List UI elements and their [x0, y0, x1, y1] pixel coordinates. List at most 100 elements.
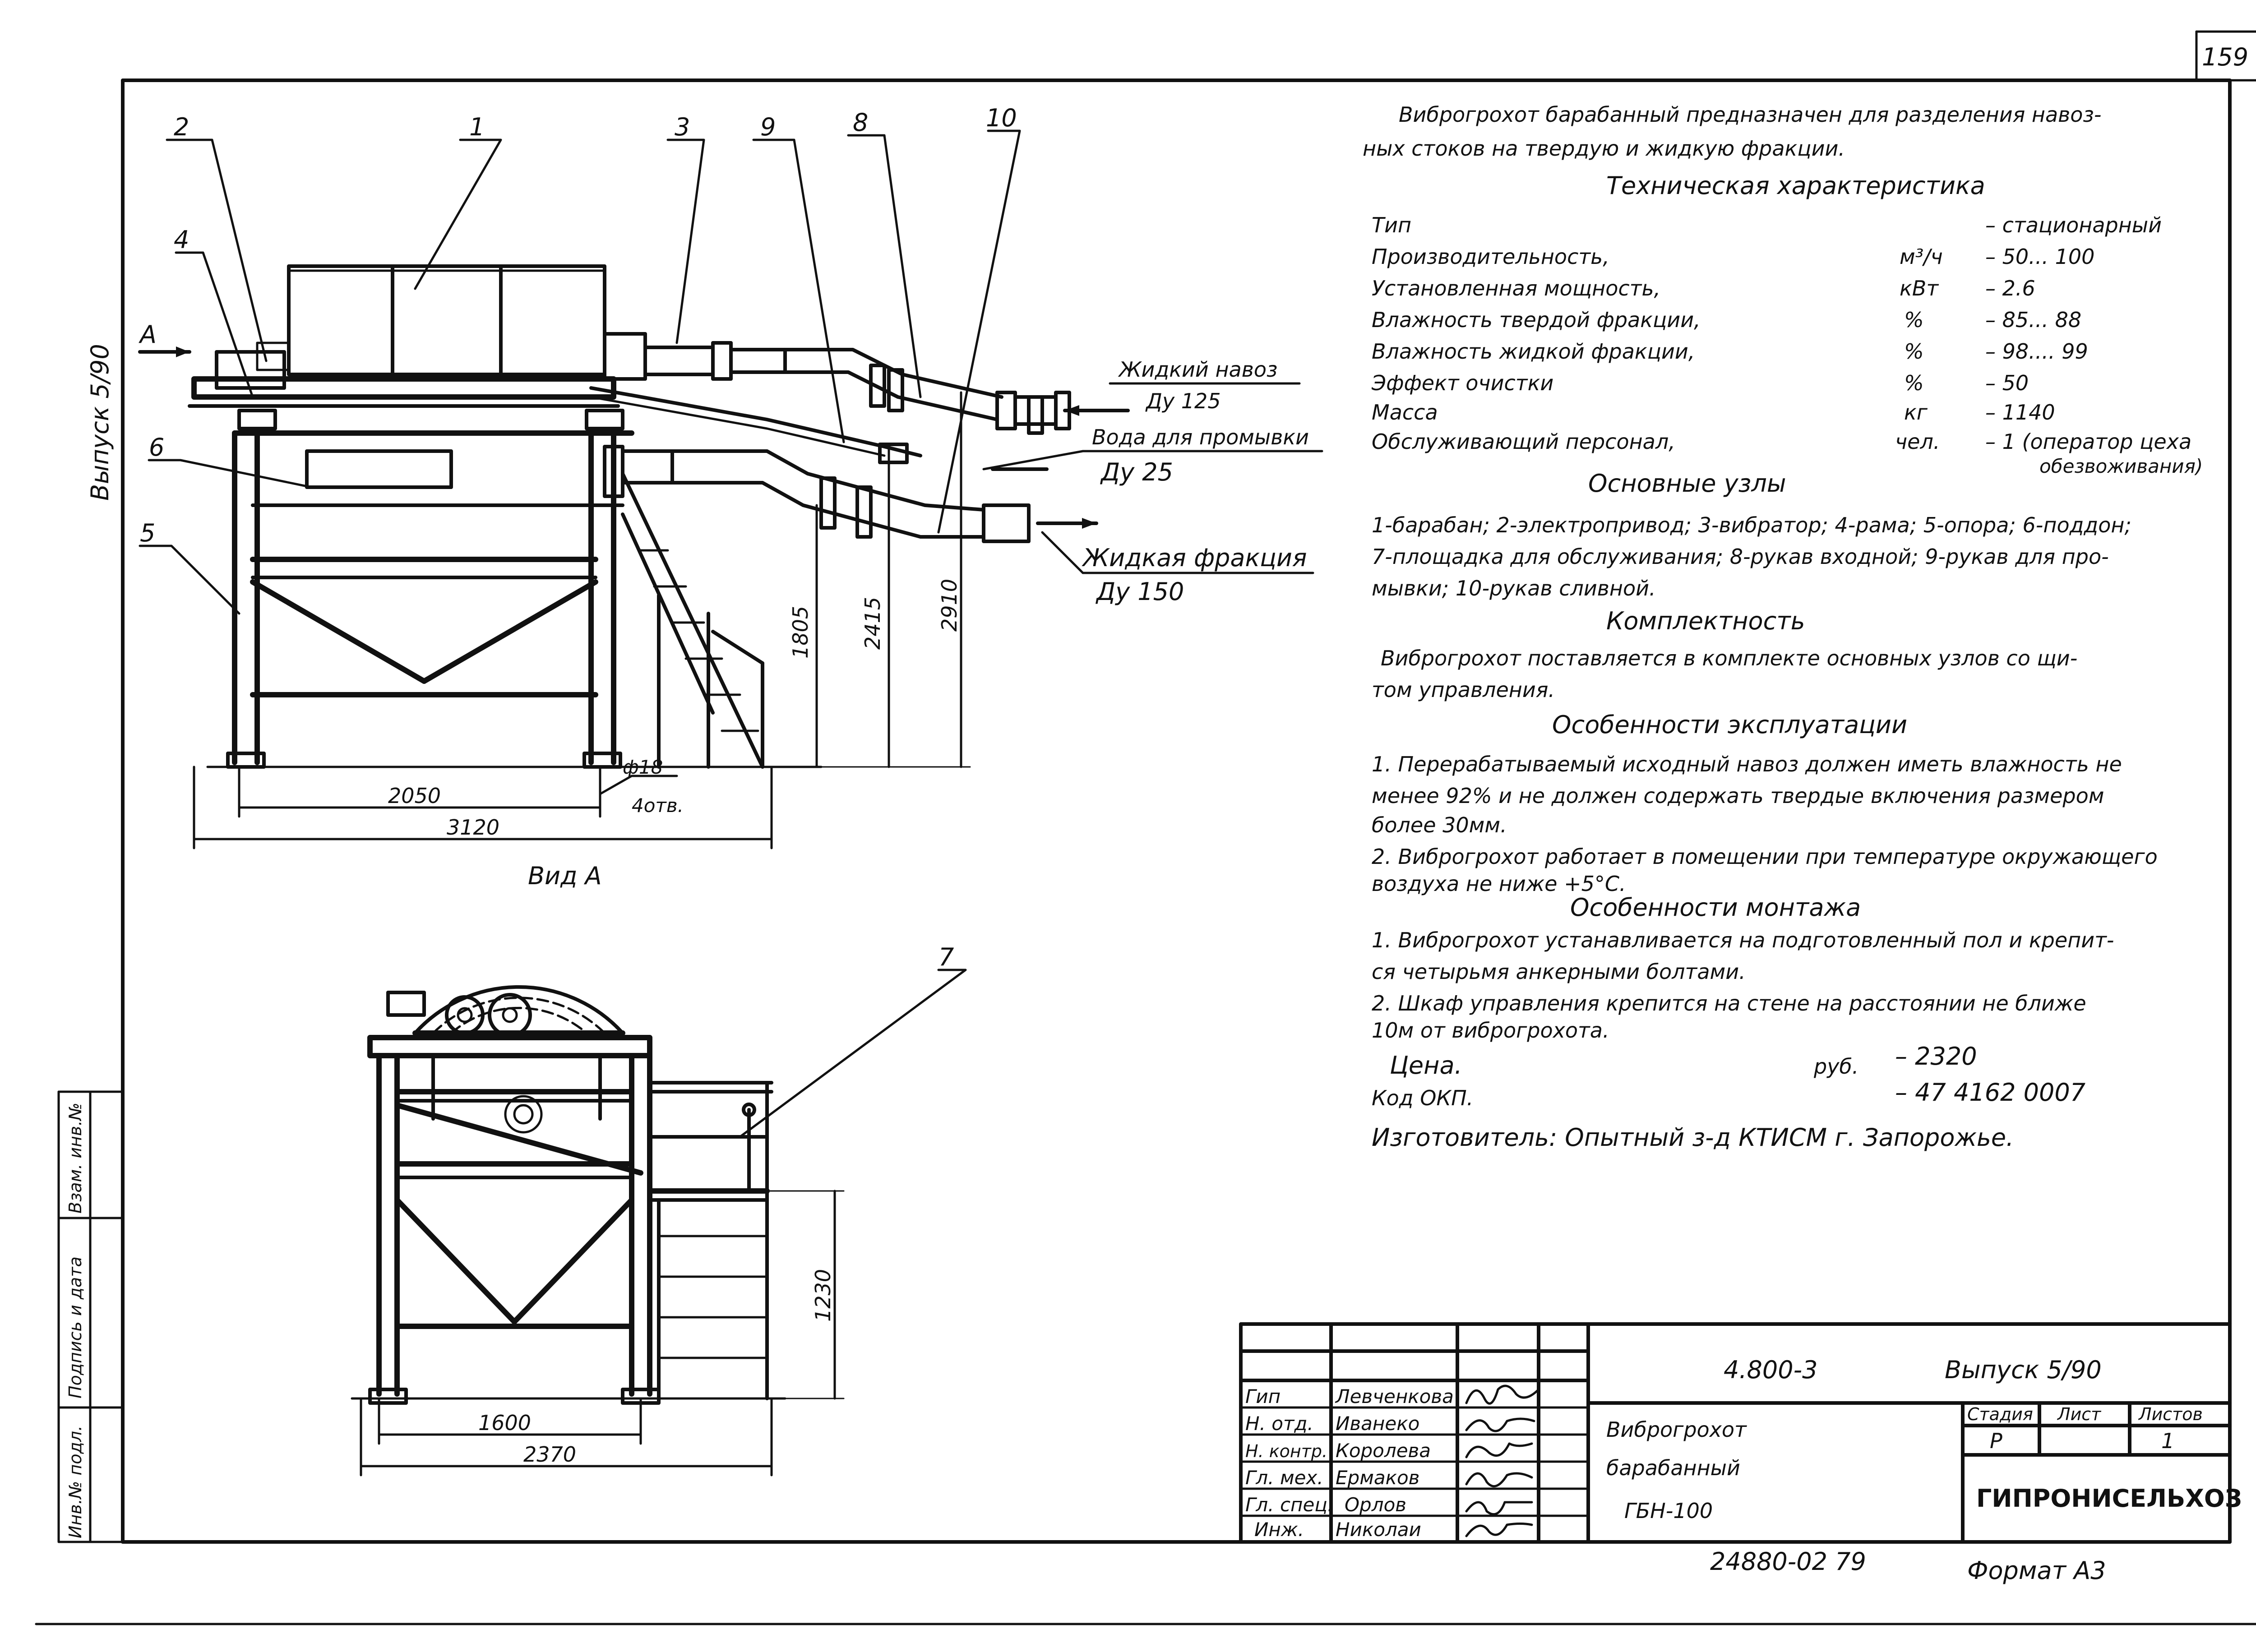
- spec-row-2-value: – 2.6: [1985, 276, 2035, 300]
- spec-row-4-value: – 98.... 99: [1985, 339, 2088, 364]
- role-2: Н. контр.: [1245, 1441, 1327, 1461]
- sheet-format: Формат А3: [1967, 1556, 2106, 1585]
- view-a-title: Вид А: [528, 862, 602, 890]
- completeness-title: Комплектность: [1606, 607, 1805, 635]
- side-view: [188, 264, 1071, 769]
- side-view-dimensions: [193, 391, 971, 849]
- description-block: Виброгрохот барабанный предназначен для …: [1363, 102, 2203, 1152]
- sheets-label: Листов: [2138, 1404, 2203, 1424]
- okp-value: – 47 4162 0007: [1895, 1078, 2085, 1107]
- product-title-line-3: ГБН-100: [1624, 1499, 1713, 1523]
- spec-row-1-value: – 50... 100: [1985, 245, 2094, 269]
- operation-line-2: менее 92% и не должен содержать твердые …: [1372, 784, 2104, 808]
- product-title-line-2: барабанный: [1606, 1456, 1740, 1480]
- intro-line-2: ных стоков на твердую и жидкую фракции.: [1363, 136, 1845, 161]
- operation-line-1: 1. Перерабатываемый исходный навоз долже…: [1372, 752, 2122, 776]
- callout-4: 4: [174, 226, 189, 254]
- callout-leaders: [139, 129, 1021, 1138]
- dim-hole: ф18: [623, 756, 663, 778]
- dim-2050: 2050: [388, 784, 441, 808]
- operation-line-5: воздуха не ниже +5°С.: [1372, 872, 1626, 896]
- spec-row-3-unit: %: [1904, 308, 1924, 332]
- operation-line-4: 2. Виброгрохот работает в помещении при …: [1372, 844, 2158, 869]
- callout-9: 9: [760, 113, 776, 141]
- flow-liquid-manure-dn: Ду 125: [1145, 389, 1221, 413]
- intro-line-1: Виброгрохот барабанный предназначен для …: [1399, 102, 2102, 127]
- dim-holes: 4отв.: [632, 794, 684, 817]
- spec-row-5-name: Эффект очистки: [1371, 371, 1553, 395]
- completeness-line-1: Виброгрохот поставляется в комплекте осн…: [1381, 646, 2077, 670]
- front-view-dimensions: [360, 1190, 845, 1477]
- spec-row-1-name: Производительность,: [1372, 245, 1609, 269]
- side-stamp-strip: [57, 1090, 124, 1543]
- spec-row-4-unit: %: [1904, 339, 1924, 364]
- flow-liquid-fraction-dn: Ду 150: [1096, 577, 1184, 606]
- side-issue-label: Выпуск 5/90: [86, 344, 114, 501]
- page-number: 159: [2202, 43, 2248, 71]
- callout-6: 6: [149, 433, 164, 461]
- side-stamp-vzam: Взам. инв.№: [65, 1103, 85, 1214]
- callout-1: 1: [469, 113, 485, 141]
- sheets-value: 1: [2161, 1429, 2174, 1453]
- operation-line-3: более 30мм.: [1372, 813, 1507, 837]
- flow-wash-water-dn: Ду 25: [1100, 458, 1173, 486]
- price-unit: руб.: [1813, 1054, 1858, 1079]
- okp-label: Код ОКП.: [1372, 1086, 1473, 1110]
- spec-title: Техническая характеристика: [1606, 171, 1985, 200]
- callout-2: 2: [174, 113, 189, 141]
- name-3: Ермаков: [1336, 1467, 1419, 1489]
- price-value: – 2320: [1895, 1042, 1977, 1071]
- sheet-label: Лист: [2057, 1404, 2102, 1424]
- nodes-title: Основные узлы: [1588, 469, 1786, 498]
- role-3: Гл. мех.: [1245, 1467, 1323, 1489]
- nodes-line-2: 7-площадка для обслуживания; 8-рукав вхо…: [1372, 545, 2109, 569]
- completeness-line-2: том управления.: [1372, 678, 1555, 702]
- mounting-title: Особенности монтажа: [1570, 893, 1861, 922]
- callout-10: 10: [986, 104, 1017, 132]
- operation-title: Особенности эксплуатации: [1552, 711, 1907, 739]
- spec-row-2-unit: кВт: [1900, 276, 1939, 300]
- flow-liquid-fraction-name: Жидкая фракция: [1082, 544, 1307, 572]
- role-0: Гип: [1245, 1385, 1281, 1407]
- mounting-line-3: 2. Шкаф управления крепится на стене на …: [1372, 991, 2086, 1015]
- archive-number: 24880-02 79: [1710, 1547, 1866, 1576]
- spec-row-7-unit: чел.: [1895, 429, 1940, 454]
- spec-row-5-unit: %: [1904, 371, 1924, 395]
- dim-3120: 3120: [447, 815, 499, 840]
- spec-row-3-value: – 85... 88: [1985, 308, 2081, 332]
- issue-number: Выпуск 5/90: [1945, 1356, 2102, 1384]
- spec-row-0-name: Тип: [1372, 213, 1411, 237]
- front-view: [351, 985, 786, 1405]
- spec-row-5-value: – 50: [1985, 371, 2029, 395]
- spec-row-4-name: Влажность жидкой фракции,: [1372, 339, 1695, 364]
- price-label: Цена.: [1390, 1051, 1462, 1080]
- role-1: Н. отд.: [1245, 1412, 1313, 1435]
- callout-8: 8: [853, 108, 868, 137]
- nodes-line-1: 1-барабан; 2-электропривод; 3-вибратор; …: [1372, 513, 2131, 537]
- stage-value: Р: [1990, 1429, 2002, 1453]
- stage-label: Стадия: [1967, 1404, 2033, 1424]
- maker: Изготовитель: Опытный з-д КТИСМ г. Запор…: [1372, 1123, 2014, 1152]
- nodes-line-3: мывки; 10-рукав сливной.: [1372, 576, 1656, 600]
- flow-annotations: [982, 382, 1323, 574]
- name-5: Николаи: [1336, 1518, 1421, 1541]
- dim-1805: 1805: [788, 606, 813, 659]
- doc-code: 4.800-3: [1724, 1356, 1817, 1384]
- dim-2370: 2370: [523, 1442, 576, 1467]
- callout-7: 7: [938, 943, 954, 971]
- dim-1230: 1230: [811, 1269, 835, 1322]
- dim-2910: 2910: [937, 579, 962, 632]
- title-block: [1239, 1322, 2232, 1544]
- dim-1600: 1600: [478, 1411, 531, 1435]
- sheet-frame: [35, 30, 2256, 1625]
- spec-row-2-name: Установленная мощность,: [1372, 276, 1660, 300]
- spec-row-6-value: – 1140: [1985, 400, 2055, 425]
- flow-wash-water-name: Вода для промывки: [1092, 425, 1309, 449]
- spec-row-6-name: Масса: [1372, 400, 1438, 425]
- signatures: [1465, 1384, 1540, 1537]
- product-title-line-1: Виброгрохот: [1606, 1417, 1747, 1442]
- spec-row-7-name: Обслуживающий персонал,: [1372, 429, 1675, 454]
- role-4: Гл. спец.: [1245, 1494, 1333, 1516]
- name-1: Иванеко: [1336, 1412, 1419, 1435]
